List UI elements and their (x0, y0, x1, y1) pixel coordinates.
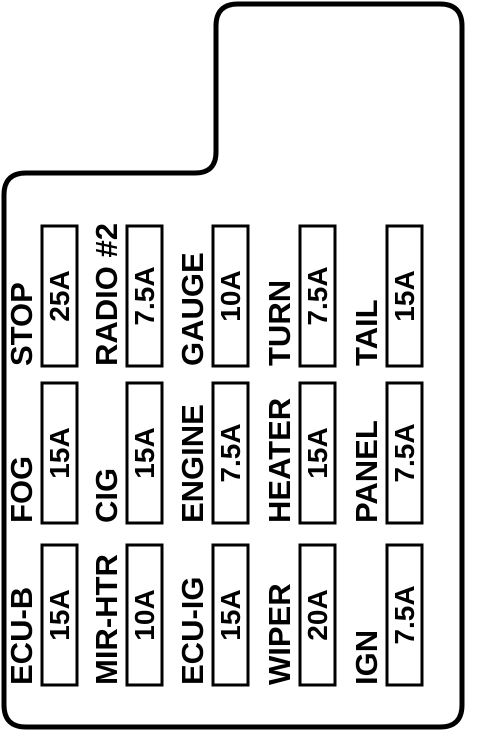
fuse-box-gauge (211, 224, 250, 368)
fuse-name-wiper: WIPER (262, 583, 297, 685)
fuse-box-wiper (298, 543, 337, 687)
fuse-rating-panel: 7.5A (389, 423, 420, 482)
fuse-box-heater (298, 381, 337, 525)
fuse-box-ign (385, 543, 424, 687)
fuse-name-stop: STOP (4, 282, 39, 366)
fuse-box-tail (385, 224, 424, 368)
fuse-box-engine (211, 381, 250, 525)
fuse-name-tail: TAIL (349, 299, 384, 366)
fuse-name-fog: FOG (4, 456, 39, 523)
fuse-rating-heater: 15A (302, 427, 333, 478)
fuse-name-turn: TURN (262, 280, 297, 366)
fuse-rating-cig: 15A (129, 427, 160, 478)
fuse-box-turn (298, 224, 337, 368)
fuse-name-ecu-ig: ECU-IG (175, 577, 210, 686)
fuse-rating-ecu-ig: 15A (215, 589, 246, 640)
fuse-name-ign: IGN (349, 630, 384, 685)
fuse-name-panel: PANEL (349, 420, 384, 523)
fuse-rating-radio-2: 7.5A (129, 266, 160, 325)
fuse-rating-engine: 7.5A (215, 423, 246, 482)
fuse-rating-wiper: 20A (302, 589, 333, 640)
fuse-rating-tail: 15A (389, 270, 420, 321)
fuse-name-mir-htr: MIR-HTR (89, 554, 124, 685)
fuse-rating-turn: 7.5A (302, 266, 333, 325)
fuse-rating-fog: 15A (44, 427, 75, 478)
fuse-box-ecu-b (40, 543, 79, 687)
fuse-box-fog (40, 381, 79, 525)
fuse-name-heater: HEATER (262, 398, 297, 523)
fuse-name-ecu-b: ECU-B (4, 587, 39, 685)
fuse-box-mir-htr (125, 543, 164, 687)
fuse-rating-gauge: 10A (215, 270, 246, 321)
fuse-rating-ecu-b: 15A (44, 589, 75, 640)
fuse-name-cig: CIG (89, 468, 124, 523)
fuse-name-gauge: GAUGE (175, 252, 210, 366)
fuse-box-radio-2 (125, 224, 164, 368)
fuse-box-panel (385, 381, 424, 525)
fuse-rating-stop: 25A (44, 270, 75, 321)
fuse-box-ecu-ig (211, 543, 250, 687)
fuse-box-cig (125, 381, 164, 525)
fuse-box-stop (40, 224, 79, 368)
fuse-rating-mir-htr: 10A (129, 589, 160, 640)
fuse-name-engine: ENGINE (175, 404, 210, 523)
fuse-rating-ign: 7.5A (389, 585, 420, 644)
fuse-name-radio-2: RADIO #2 (89, 223, 124, 366)
